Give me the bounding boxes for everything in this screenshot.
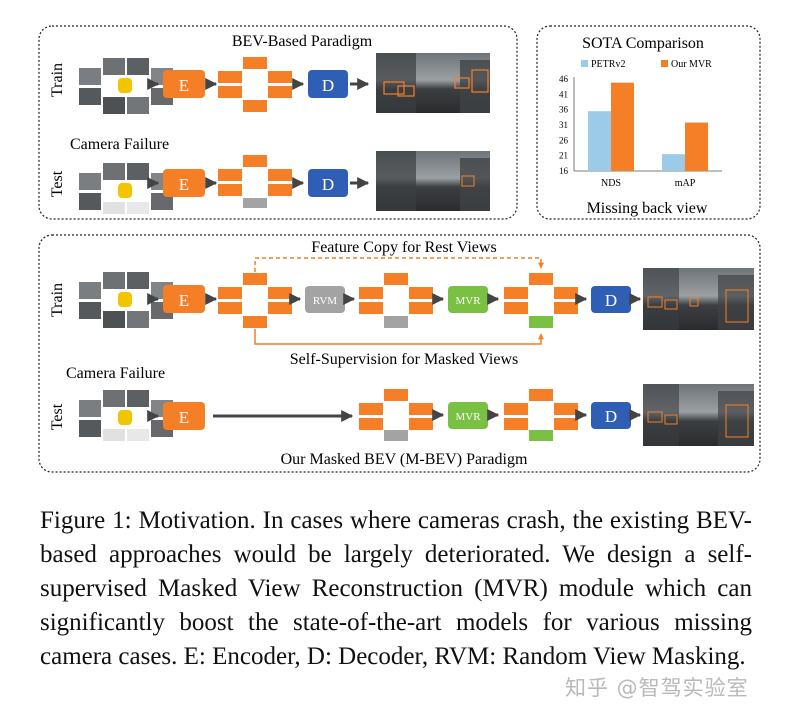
mbev-panel-frame bbox=[38, 234, 761, 473]
bev-train-label: Train bbox=[49, 63, 66, 97]
feature-copy-arrow bbox=[254, 257, 544, 272]
bev-train-camera-grid bbox=[79, 58, 173, 114]
mbev-test-encoder-block bbox=[163, 402, 205, 430]
bar-map-1 bbox=[685, 122, 708, 171]
y-tick-label: 16 bbox=[559, 166, 569, 176]
feature-copy-label: Feature Copy for Rest Views bbox=[311, 239, 496, 256]
mbev-train-output-image bbox=[643, 268, 754, 330]
bev-train-feature-cross bbox=[218, 57, 292, 112]
mvr-test-label: MVR bbox=[455, 411, 481, 423]
legend-swatch-mvr bbox=[661, 60, 668, 67]
x-tick-label: mAP bbox=[675, 178, 696, 189]
bar-nds-0 bbox=[588, 111, 611, 171]
bev-train-decoder-block bbox=[308, 70, 348, 98]
mbev-test-output-image bbox=[643, 384, 754, 446]
x-tick-label: NDS bbox=[601, 178, 621, 189]
legend-swatch-petrv2 bbox=[581, 60, 588, 67]
legend-label-petrv2: PETRv2 bbox=[591, 59, 625, 70]
mvr-train-label: MVR bbox=[455, 295, 481, 307]
mbev-test-encoder-label: E bbox=[179, 408, 189, 427]
mbev-camera-failure-label: Camera Failure bbox=[66, 365, 165, 382]
mvr-train-block bbox=[448, 286, 488, 313]
bev-train-encoder-block bbox=[163, 70, 205, 98]
bev-title: BEV-Based Paradigm bbox=[232, 33, 373, 50]
ego-car-icon bbox=[118, 292, 132, 307]
mbev-train-decoder-block bbox=[591, 286, 631, 313]
reconstructed-view-cell bbox=[529, 430, 553, 441]
y-tick-label: 36 bbox=[559, 105, 569, 115]
sota-title: SOTA Comparison bbox=[582, 35, 704, 52]
mbev-train-label: Train bbox=[49, 283, 66, 317]
sota-xlabel: Missing back view bbox=[587, 200, 708, 217]
mbev-train-encoder-block bbox=[163, 285, 205, 313]
reconstructed-view-cell bbox=[529, 316, 553, 328]
bev-camera-failure-label: Camera Failure bbox=[70, 136, 169, 153]
mvr-test-block bbox=[448, 402, 488, 429]
bev-test-decoder-label: D bbox=[322, 175, 334, 194]
bev-test-encoder-block bbox=[163, 169, 205, 197]
bev-train-encoder-label: E bbox=[179, 76, 189, 95]
bev-panel-frame bbox=[38, 25, 518, 220]
rvm-block bbox=[305, 286, 345, 313]
missing-view-cell bbox=[384, 430, 408, 441]
y-tick-label: 46 bbox=[559, 74, 569, 84]
mbev-test-feature-cross-reconstructed bbox=[504, 389, 578, 441]
bev-test-label: Test bbox=[49, 170, 66, 197]
y-tick-label: 31 bbox=[559, 120, 568, 130]
missing-view-cell bbox=[243, 198, 267, 208]
bev-train-output-image bbox=[376, 53, 490, 113]
mbev-train-camera-grid bbox=[79, 272, 173, 328]
bev-test-decoder-block bbox=[308, 169, 348, 197]
ego-car-icon bbox=[118, 78, 132, 93]
mbev-train-encoder-label: E bbox=[179, 291, 189, 310]
mbev-train-feature-cross-masked bbox=[359, 273, 433, 328]
bev-test-feature-cross bbox=[218, 155, 292, 208]
mbev-test-camera-grid bbox=[79, 390, 173, 441]
self-supervision-label: Self-Supervision for Masked Views bbox=[290, 351, 519, 368]
bar-nds-1 bbox=[611, 82, 634, 171]
rvm-label: RVM bbox=[313, 295, 337, 307]
bev-test-camera-grid bbox=[79, 163, 173, 214]
figure-caption: Figure 1: Motivation. In cases where cam… bbox=[40, 507, 752, 670]
mbev-train-feature-cross-reconstructed bbox=[504, 273, 578, 328]
bev-test-output-image bbox=[376, 151, 490, 211]
mbev-test-decoder-block bbox=[591, 402, 631, 429]
mbev-paradigm-title: Our Masked BEV (M-BEV) Paradigm bbox=[281, 451, 528, 468]
bev-test-encoder-label: E bbox=[179, 175, 189, 194]
mbev-train-decoder-label: D bbox=[605, 291, 617, 310]
chart-legend: PETRv2 Our MVR bbox=[581, 59, 712, 70]
mbev-test-label: Test bbox=[49, 403, 66, 430]
y-tick-label: 26 bbox=[559, 135, 569, 145]
sota-panel-frame bbox=[536, 25, 761, 220]
self-supervision-arrow bbox=[254, 329, 544, 345]
motivation-figure: BEV-Based Paradigm Train Camera Failure … bbox=[38, 25, 761, 473]
masked-view-cell bbox=[384, 316, 408, 328]
ego-car-icon bbox=[118, 183, 132, 198]
mbev-test-feature-cross-missing bbox=[359, 389, 433, 441]
bev-train-decoder-label: D bbox=[322, 76, 334, 95]
mbev-test-decoder-label: D bbox=[605, 407, 617, 426]
watermark: 知乎 @智驾实验室 bbox=[565, 676, 749, 700]
ego-car-icon bbox=[118, 410, 132, 425]
legend-label-mvr: Our MVR bbox=[671, 59, 712, 70]
mbev-train-feature-cross-full bbox=[218, 273, 292, 328]
bar-map-0 bbox=[662, 154, 685, 171]
y-tick-label: 41 bbox=[559, 89, 568, 99]
y-tick-label: 21 bbox=[559, 151, 568, 161]
